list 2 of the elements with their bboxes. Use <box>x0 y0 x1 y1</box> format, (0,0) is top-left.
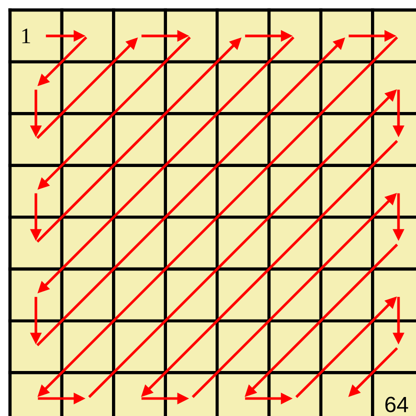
cell-number: 1 <box>22 28 30 44</box>
cell-number: 64 <box>385 396 408 412</box>
